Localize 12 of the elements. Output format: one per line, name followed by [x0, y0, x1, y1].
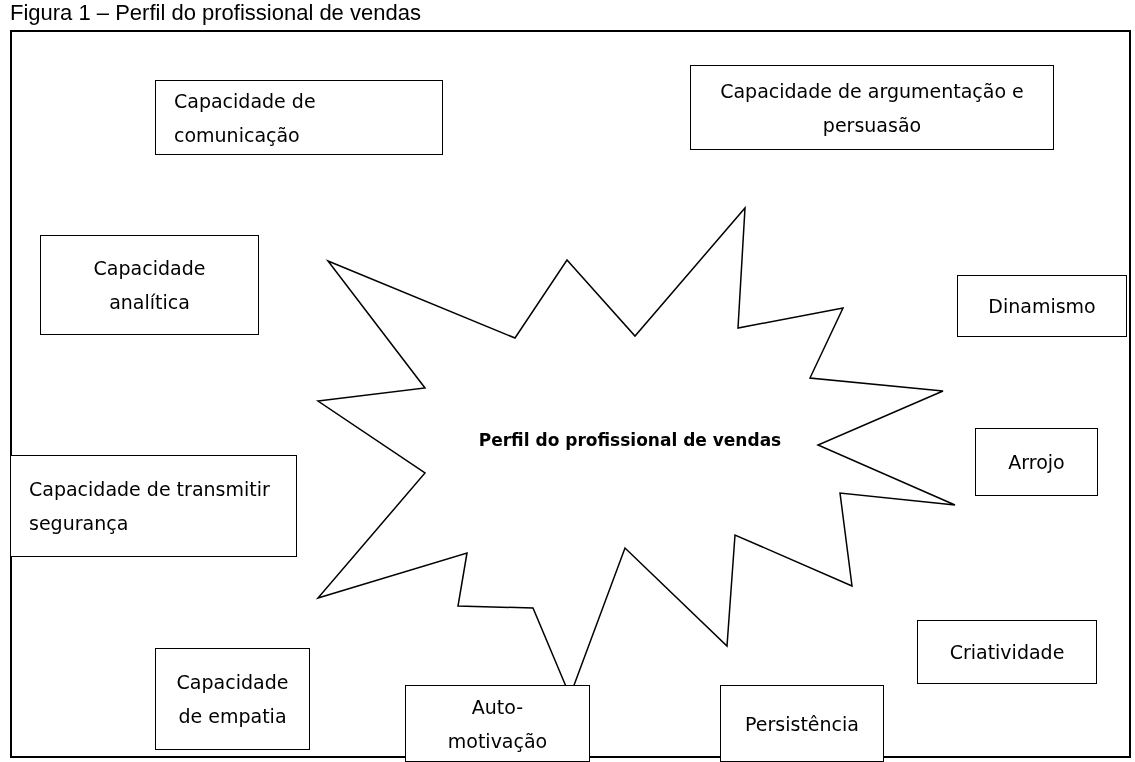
trait-box: Capacidade de transmitir segurança: [10, 455, 297, 557]
trait-box: Capacidade de comunicação: [155, 80, 443, 155]
trait-box: Auto-motivação: [405, 685, 590, 762]
figure-title: Figura 1 – Perfil do profissional de vendas: [10, 0, 421, 26]
trait-box: Capacidade analítica: [40, 235, 259, 335]
trait-box: Dinamismo: [957, 275, 1127, 337]
trait-box: Capacidade de empatia: [155, 648, 310, 750]
central-label: Perfil do profissional de vendas: [477, 430, 783, 450]
trait-box: Capacidade de argumentação e persuasão: [690, 65, 1054, 150]
trait-box: Criatividade: [917, 620, 1097, 684]
trait-box: Arrojo: [975, 428, 1098, 496]
trait-box: Persistência: [720, 685, 884, 762]
